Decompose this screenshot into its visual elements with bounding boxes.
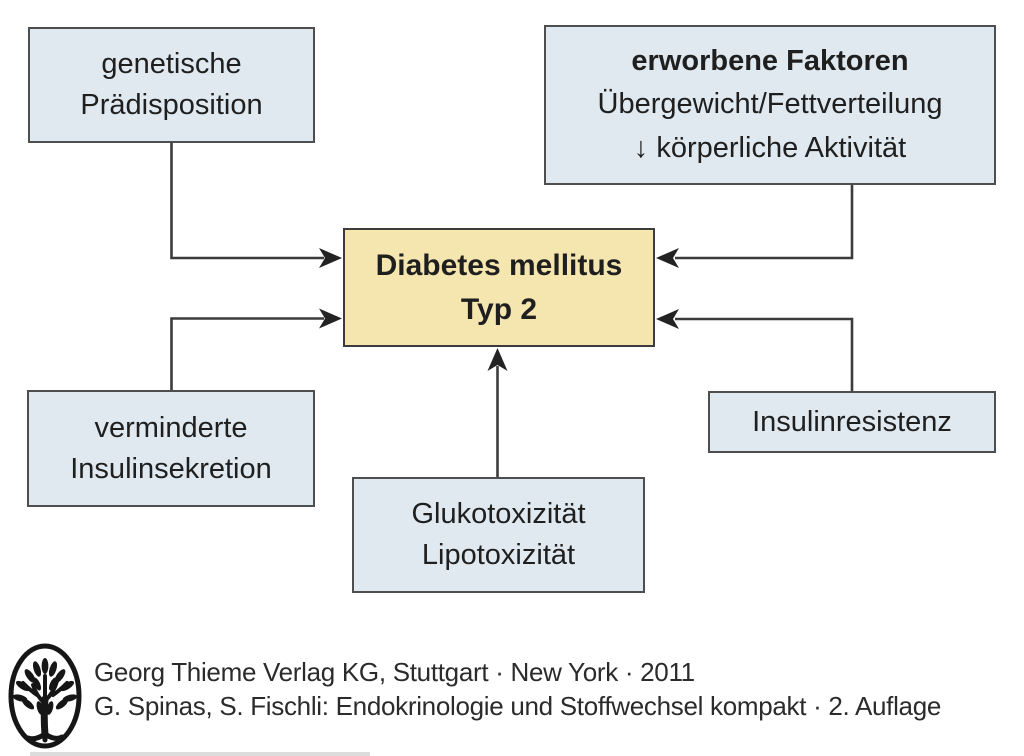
- arrowhead-left-bottom: [656, 309, 679, 329]
- node-genetische-praedisposition: genetische Prädisposition: [28, 27, 315, 143]
- arrowhead-up-center: [487, 348, 508, 371]
- node-text-line: genetische: [101, 48, 242, 81]
- connector-resistance-to-center: [675, 317, 854, 391]
- footer: Georg Thieme Verlag KG, Stuttgart · New …: [6, 642, 941, 750]
- node-gluko-lipotoxizitaet: Glukotoxizität Lipotoxizität: [352, 477, 645, 593]
- node-verminderte-insulinsekretion: verminderte Insulinsekretion: [27, 390, 315, 507]
- node-text-line: Glukotoxizität: [411, 498, 586, 531]
- connector-secretion-to-center: [170, 317, 324, 390]
- node-erworbene-faktoren: erworbene Faktoren Übergewicht/Fettverte…: [544, 25, 996, 185]
- connector-acquired-to-center: [675, 185, 854, 260]
- source-line: G. Spinas, S. Fischli: Endokrinologie un…: [94, 691, 942, 721]
- publisher-line: Georg Thieme Verlag KG, Stuttgart · New …: [94, 657, 695, 687]
- node-text-line: verminderte: [94, 411, 248, 444]
- scan-edge-artifact: [30, 752, 370, 756]
- node-text-line: Prädisposition: [80, 89, 263, 121]
- arrowhead-left-top: [656, 248, 679, 268]
- node-text-line: erworbene Faktoren: [631, 44, 909, 77]
- node-diabetes-mellitus-typ-2: Diabetes mellitus Typ 2: [343, 228, 655, 347]
- arrowhead-right-bottom: [319, 308, 342, 329]
- node-text-line: Übergewicht/Fettverteilung: [597, 88, 943, 121]
- node-text-line: ↓ körperliche Aktivität: [633, 131, 907, 164]
- node-text-line: Typ 2: [460, 292, 538, 326]
- node-text-line: Lipotoxizität: [421, 539, 576, 571]
- node-insulinresistenz: Insulinresistenz: [708, 391, 996, 453]
- arrowhead-right-top: [319, 248, 342, 268]
- connector-genetic-to-center: [170, 143, 324, 260]
- thieme-tree-logo-icon: [8, 643, 82, 749]
- footer-text: Georg Thieme Verlag KG, Stuttgart · New …: [94, 655, 941, 723]
- node-text-line: Diabetes mellitus: [375, 249, 623, 283]
- node-text-line: Insulinsekretion: [70, 452, 272, 485]
- node-text-line: Insulinresistenz: [752, 405, 952, 438]
